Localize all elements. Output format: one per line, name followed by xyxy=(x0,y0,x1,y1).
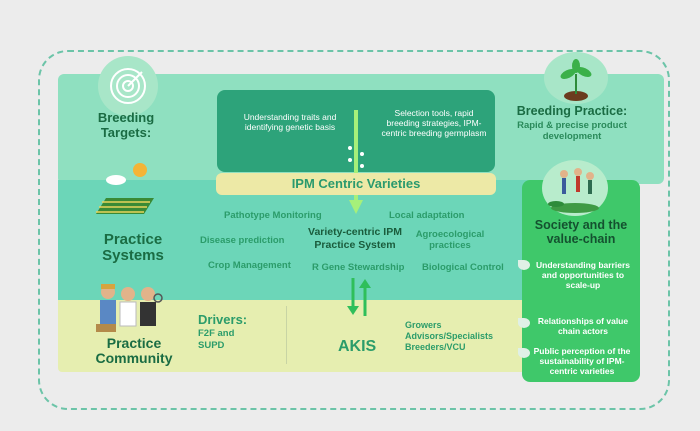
community-people-icon xyxy=(92,280,164,338)
disease-prediction-label: Disease prediction xyxy=(200,235,285,246)
breeding-practice-title: Breeding Practice: xyxy=(516,104,628,118)
biological-control-label: Biological Control xyxy=(422,262,504,273)
practice-community-title: Practice Community xyxy=(95,335,173,366)
crop-management-label: Crop Management xyxy=(208,260,291,271)
local-adaptation-label: Local adaptation xyxy=(389,210,465,221)
outer-dashed-frame xyxy=(38,50,670,410)
society-item-1: Understanding barriers and opportunities… xyxy=(536,260,630,290)
leaf-bullet-icon xyxy=(518,348,530,358)
drivers-text: F2F and SUPD xyxy=(198,328,235,351)
r-gene-stewardship-label: R Gene Stewardship xyxy=(312,262,405,273)
society-people-icon xyxy=(542,160,608,216)
breeding-targets-title: Breeding Targets: xyxy=(97,110,155,140)
agroecological-practices-label: Agroecological practices xyxy=(415,229,485,251)
dna-arrow-icon xyxy=(344,110,368,216)
selection-tools-text: Selection tools, rapid breeding strategi… xyxy=(381,108,487,138)
leaf-bullet-icon xyxy=(518,318,530,328)
seedling-icon xyxy=(544,52,608,104)
ipm-practice-system-label: Variety-centric IPM Practice System xyxy=(308,226,402,251)
bidirectional-arrows-icon xyxy=(344,278,374,316)
society-title: Society and the value-chain xyxy=(534,218,628,246)
akis-label: AKIS xyxy=(338,338,377,355)
society-item-2: Relationships of value chain actors xyxy=(537,316,629,336)
society-item-3: Public perception of the sustainability … xyxy=(533,346,631,376)
leaf-bullet-icon xyxy=(518,260,530,270)
drivers-title: Drivers: xyxy=(198,312,248,327)
breeding-practice-subtitle: Rapid & precise product development xyxy=(517,120,627,142)
ipm-centric-varieties-bar: IPM Centric Varieties xyxy=(216,173,496,195)
target-icon xyxy=(98,56,158,116)
farm-field-icon xyxy=(92,160,168,218)
pathotype-monitoring-label: Pathotype Monitoring xyxy=(224,210,322,221)
practice-systems-title: Practice Systems xyxy=(102,231,164,264)
divider xyxy=(286,306,287,364)
traits-text: Understanding traits and identifying gen… xyxy=(243,112,337,132)
akis-list: Growers Advisors/Specialists Breeders/VC… xyxy=(405,320,494,352)
